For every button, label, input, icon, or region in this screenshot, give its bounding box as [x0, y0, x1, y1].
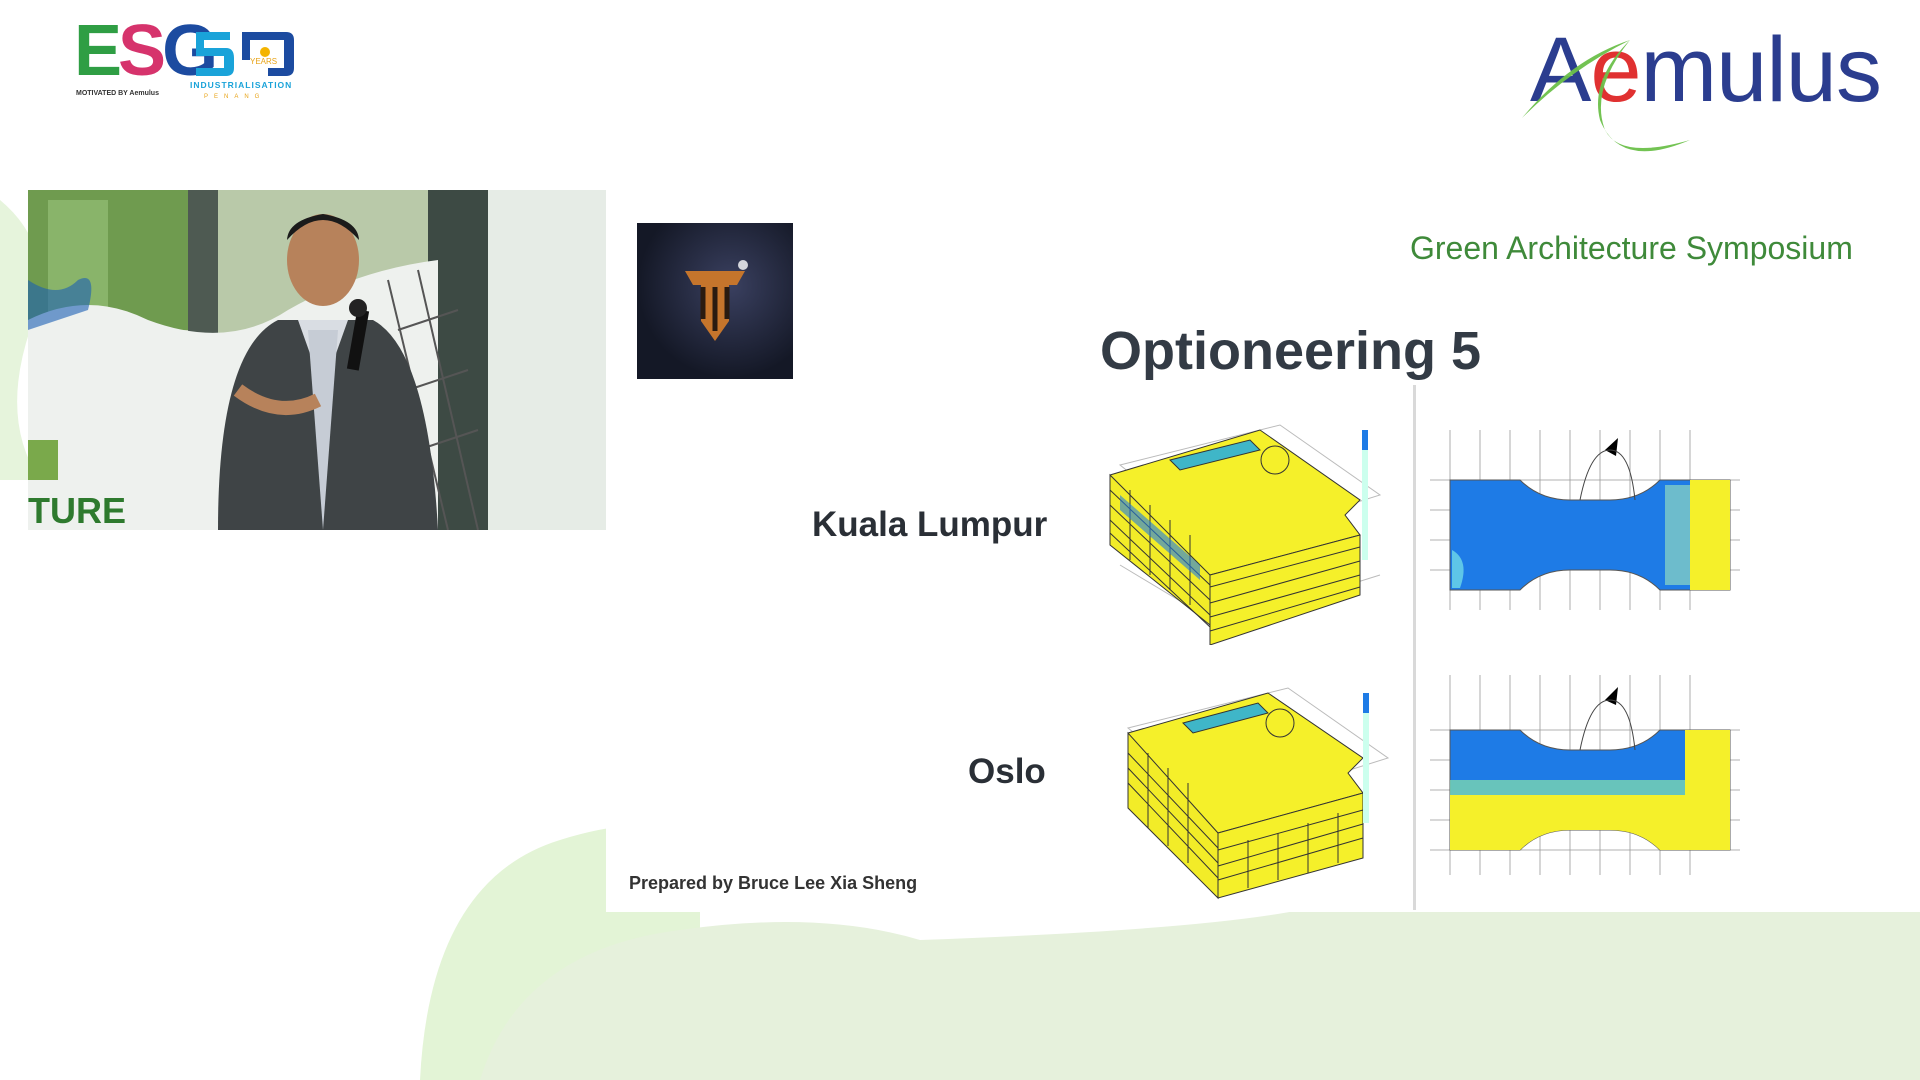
kuala-lumpur-3d-model [1109, 424, 1382, 645]
slide-title: Optioneering 5 [1100, 321, 1482, 381]
oslo-3d-model [1126, 687, 1390, 900]
prepared-by-credit: Prepared by Bruce Lee Xia Sheng [629, 873, 918, 893]
esg-logo: ESG MOTIVATED BY Aemulus [74, 15, 218, 100]
kuala-lumpur-floor-plan-heatmap [1430, 430, 1740, 610]
symposium-title: Green Architecture Symposium [1410, 230, 1853, 266]
esg-logo-tagline: MOTIVATED BY Aemulus [76, 90, 159, 97]
svg-text:YEARS: YEARS [250, 57, 277, 66]
presenter-brand-logo [637, 223, 793, 379]
fifty-years-logo: YEARS INDUSTRIALISATION PENANG [190, 26, 300, 102]
row-label-kuala-lumpur: Kuala Lumpur [812, 505, 1048, 544]
row-label-oslo: Oslo [968, 752, 1046, 791]
fifty-years-tagline: INDUSTRIALISATION [190, 80, 293, 90]
aemulus-logo: Aemulus [1510, 20, 1882, 160]
column-divider [1413, 385, 1416, 910]
speaker-video: TURE [28, 190, 606, 530]
backdrop-text: TURE [28, 490, 126, 530]
fifty-years-place: PENANG [204, 94, 266, 100]
oslo-floor-plan-heatmap [1430, 675, 1740, 875]
